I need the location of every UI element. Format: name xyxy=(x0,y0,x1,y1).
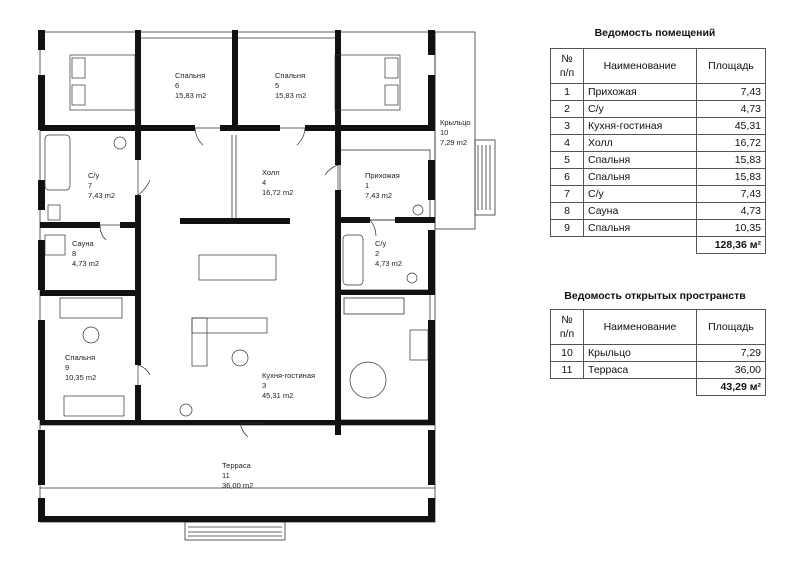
plan-outline xyxy=(39,31,496,541)
rooms-schedule-title: Ведомость помещений xyxy=(594,27,716,39)
col-area: Площадь xyxy=(696,48,766,84)
open-schedule-title: Ведомость открытых пространств xyxy=(564,290,746,302)
total-area: 43,29 м² xyxy=(696,378,766,396)
cell-num: 5 xyxy=(550,151,584,169)
total-area: 128,36 м² xyxy=(696,236,766,254)
doors xyxy=(99,127,395,438)
total-spacer xyxy=(550,236,697,254)
cell-name: С/у xyxy=(583,100,697,118)
cell-area: 15,83 xyxy=(696,168,766,186)
cell-name: Спальня xyxy=(583,219,697,237)
cell-name: С/у xyxy=(583,185,697,203)
cell-num: 8 xyxy=(550,202,584,220)
cell-area: 45,31 xyxy=(696,117,766,135)
cell-name: Холл xyxy=(583,134,697,152)
cell-num: 9 xyxy=(550,219,584,237)
cell-name: Прихожая xyxy=(583,83,697,101)
cell-area: 10,35 xyxy=(696,219,766,237)
cell-area: 7,43 xyxy=(696,185,766,203)
total-spacer xyxy=(550,378,697,396)
cell-name: Сауна xyxy=(583,202,697,220)
col-name: Наименование xyxy=(583,48,697,84)
col-num: № п/п xyxy=(550,309,584,345)
cell-area: 4,73 xyxy=(696,202,766,220)
cell-num: 6 xyxy=(550,168,584,186)
cell-area: 36,00 xyxy=(696,361,766,379)
cell-area: 15,83 xyxy=(696,151,766,169)
cell-area: 7,43 xyxy=(696,83,766,101)
walls xyxy=(38,30,435,522)
cell-num: 10 xyxy=(550,344,584,362)
cell-name: Кухня-гостиная xyxy=(583,117,697,135)
cell-num: 4 xyxy=(550,134,584,152)
cell-area: 7,29 xyxy=(696,344,766,362)
cell-area: 4,73 xyxy=(696,100,766,118)
total-row: 43,29 м² xyxy=(550,378,766,396)
cell-area: 16,72 xyxy=(696,134,766,152)
col-name: Наименование xyxy=(583,309,697,345)
col-num: № п/п xyxy=(550,48,584,84)
cell-name: Терраса xyxy=(583,361,697,379)
total-row: 128,36 м² xyxy=(550,236,766,254)
cell-num: 2 xyxy=(550,100,584,118)
furniture xyxy=(44,54,429,417)
cell-num: 7 xyxy=(550,185,584,203)
cell-num: 3 xyxy=(550,117,584,135)
cell-name: Спальня xyxy=(583,151,697,169)
cell-name: Спальня xyxy=(583,168,697,186)
col-area: Площадь xyxy=(696,309,766,345)
cell-num: 1 xyxy=(550,83,584,101)
cell-num: 11 xyxy=(550,361,584,379)
cell-name: Крыльцо xyxy=(583,344,697,362)
